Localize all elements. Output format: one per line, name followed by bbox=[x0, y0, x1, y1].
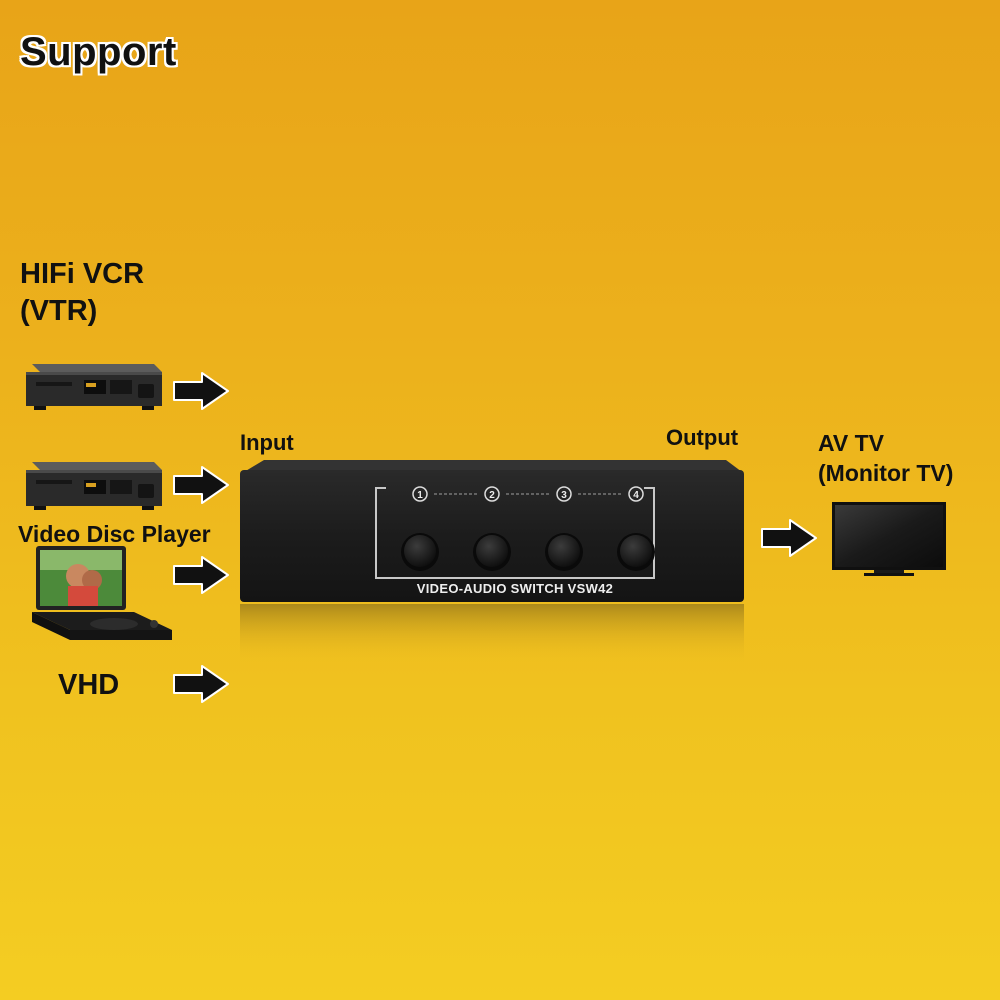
vhd-label: VHD bbox=[58, 669, 120, 701]
arrow-right-icon bbox=[173, 372, 229, 410]
channel-4-indicator: 4 bbox=[628, 486, 644, 502]
channel-3-button[interactable] bbox=[545, 533, 583, 571]
vcr-title-line1: HIFi VCR bbox=[20, 258, 145, 290]
tv-label-line2: (Monitor TV) bbox=[818, 460, 954, 486]
channel-4-button[interactable] bbox=[617, 533, 655, 571]
vcr-icon bbox=[26, 462, 162, 510]
channel-1-indicator: 1 bbox=[412, 486, 428, 502]
output-label: Output bbox=[666, 425, 739, 450]
tv-label: AV TV (Monitor TV) bbox=[818, 428, 953, 488]
arrow-right-icon bbox=[173, 466, 229, 504]
video-audio-switch: 1 2 3 4 VIDEO-AUDIO SWITCH VSW42 bbox=[240, 460, 744, 662]
vcr-title: HIFi VCR (VTR) bbox=[20, 256, 144, 330]
vcr-icon bbox=[26, 364, 162, 410]
tv-label-line1: AV TV bbox=[818, 430, 885, 456]
vcr-title-line2: (VTR) bbox=[20, 295, 98, 327]
arrow-right-icon bbox=[173, 665, 229, 703]
channel-2-number: 2 bbox=[489, 490, 495, 501]
dvd-player-icon bbox=[32, 546, 172, 640]
disc-player-label: Video Disc Player bbox=[18, 521, 211, 547]
tv-icon bbox=[832, 502, 946, 576]
channel-2-button[interactable] bbox=[473, 533, 511, 571]
arrow-right-icon bbox=[761, 519, 817, 557]
switch-model-label: VIDEO-AUDIO SWITCH VSW42 bbox=[417, 581, 613, 596]
channel-3-indicator: 3 bbox=[556, 486, 572, 502]
channel-3-number: 3 bbox=[561, 490, 567, 501]
channel-1-button[interactable] bbox=[401, 533, 439, 571]
channel-1-number: 1 bbox=[417, 490, 423, 501]
input-label: Input bbox=[240, 430, 294, 455]
channel-4-number: 4 bbox=[633, 490, 639, 501]
arrow-right-icon bbox=[173, 556, 229, 594]
page-heading: Support bbox=[20, 30, 177, 74]
channel-2-indicator: 2 bbox=[484, 486, 500, 502]
